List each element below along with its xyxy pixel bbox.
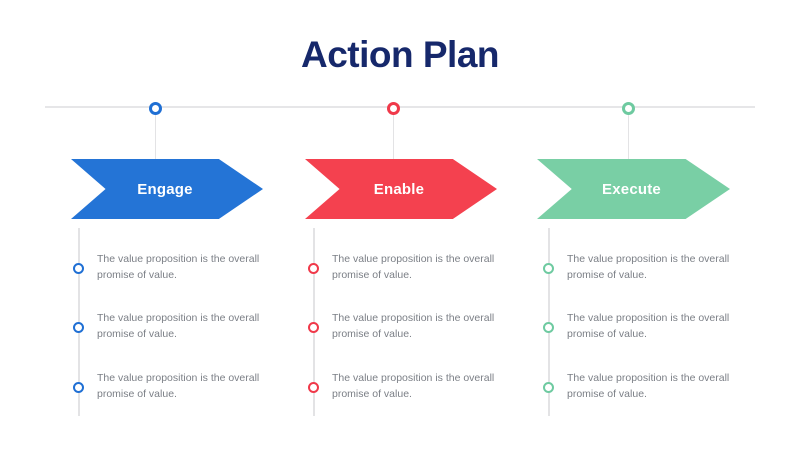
bullet-dot-icon xyxy=(73,382,84,393)
page-title: Action Plan xyxy=(300,34,500,75)
bullet-dot-icon xyxy=(543,382,554,393)
bullet-text: The value proposition is the overall pro… xyxy=(332,312,495,340)
stage-arrow-execute[interactable]: Execute xyxy=(537,159,730,219)
bullet-text: The value proposition is the overall pro… xyxy=(567,253,730,281)
stage-arrow-engage[interactable]: Engage xyxy=(71,159,263,219)
bullet-text: The value proposition is the overall pro… xyxy=(97,253,260,281)
timeline-marker-enable[interactable] xyxy=(386,101,400,115)
stage-label-execute: Execute xyxy=(602,180,661,198)
bullet-text: The value proposition is the overall pro… xyxy=(567,372,730,400)
bullet-text: The value proposition is the overall pro… xyxy=(332,372,495,400)
timeline-drop-line-enable xyxy=(392,107,394,159)
timeline-axis xyxy=(45,106,755,108)
bullet-dot-icon xyxy=(543,322,554,333)
bullet-text: The value proposition is the overall pro… xyxy=(567,312,730,340)
bullet-dot-icon xyxy=(308,382,319,393)
bullet-dot-icon xyxy=(308,263,319,274)
bullet-dot-icon xyxy=(73,263,84,274)
bullet-dot-icon xyxy=(308,322,319,333)
timeline-drop-line-engage xyxy=(154,107,156,159)
timeline-drop-line-execute xyxy=(627,107,629,159)
bullet-text: The value proposition is the overall pro… xyxy=(332,253,495,281)
stage-label-enable: Enable xyxy=(373,180,425,198)
bullet-dot-icon xyxy=(543,263,554,274)
bullet-text: The value proposition is the overall pro… xyxy=(97,372,260,400)
timeline-marker-execute[interactable] xyxy=(621,101,635,115)
stage-arrow-enable[interactable]: Enable xyxy=(305,159,497,219)
timeline-marker-engage[interactable] xyxy=(148,101,162,115)
stage-label-engage: Engage xyxy=(137,180,193,198)
bullet-dot-icon xyxy=(73,322,84,333)
bullet-text: The value proposition is the overall pro… xyxy=(97,312,260,340)
